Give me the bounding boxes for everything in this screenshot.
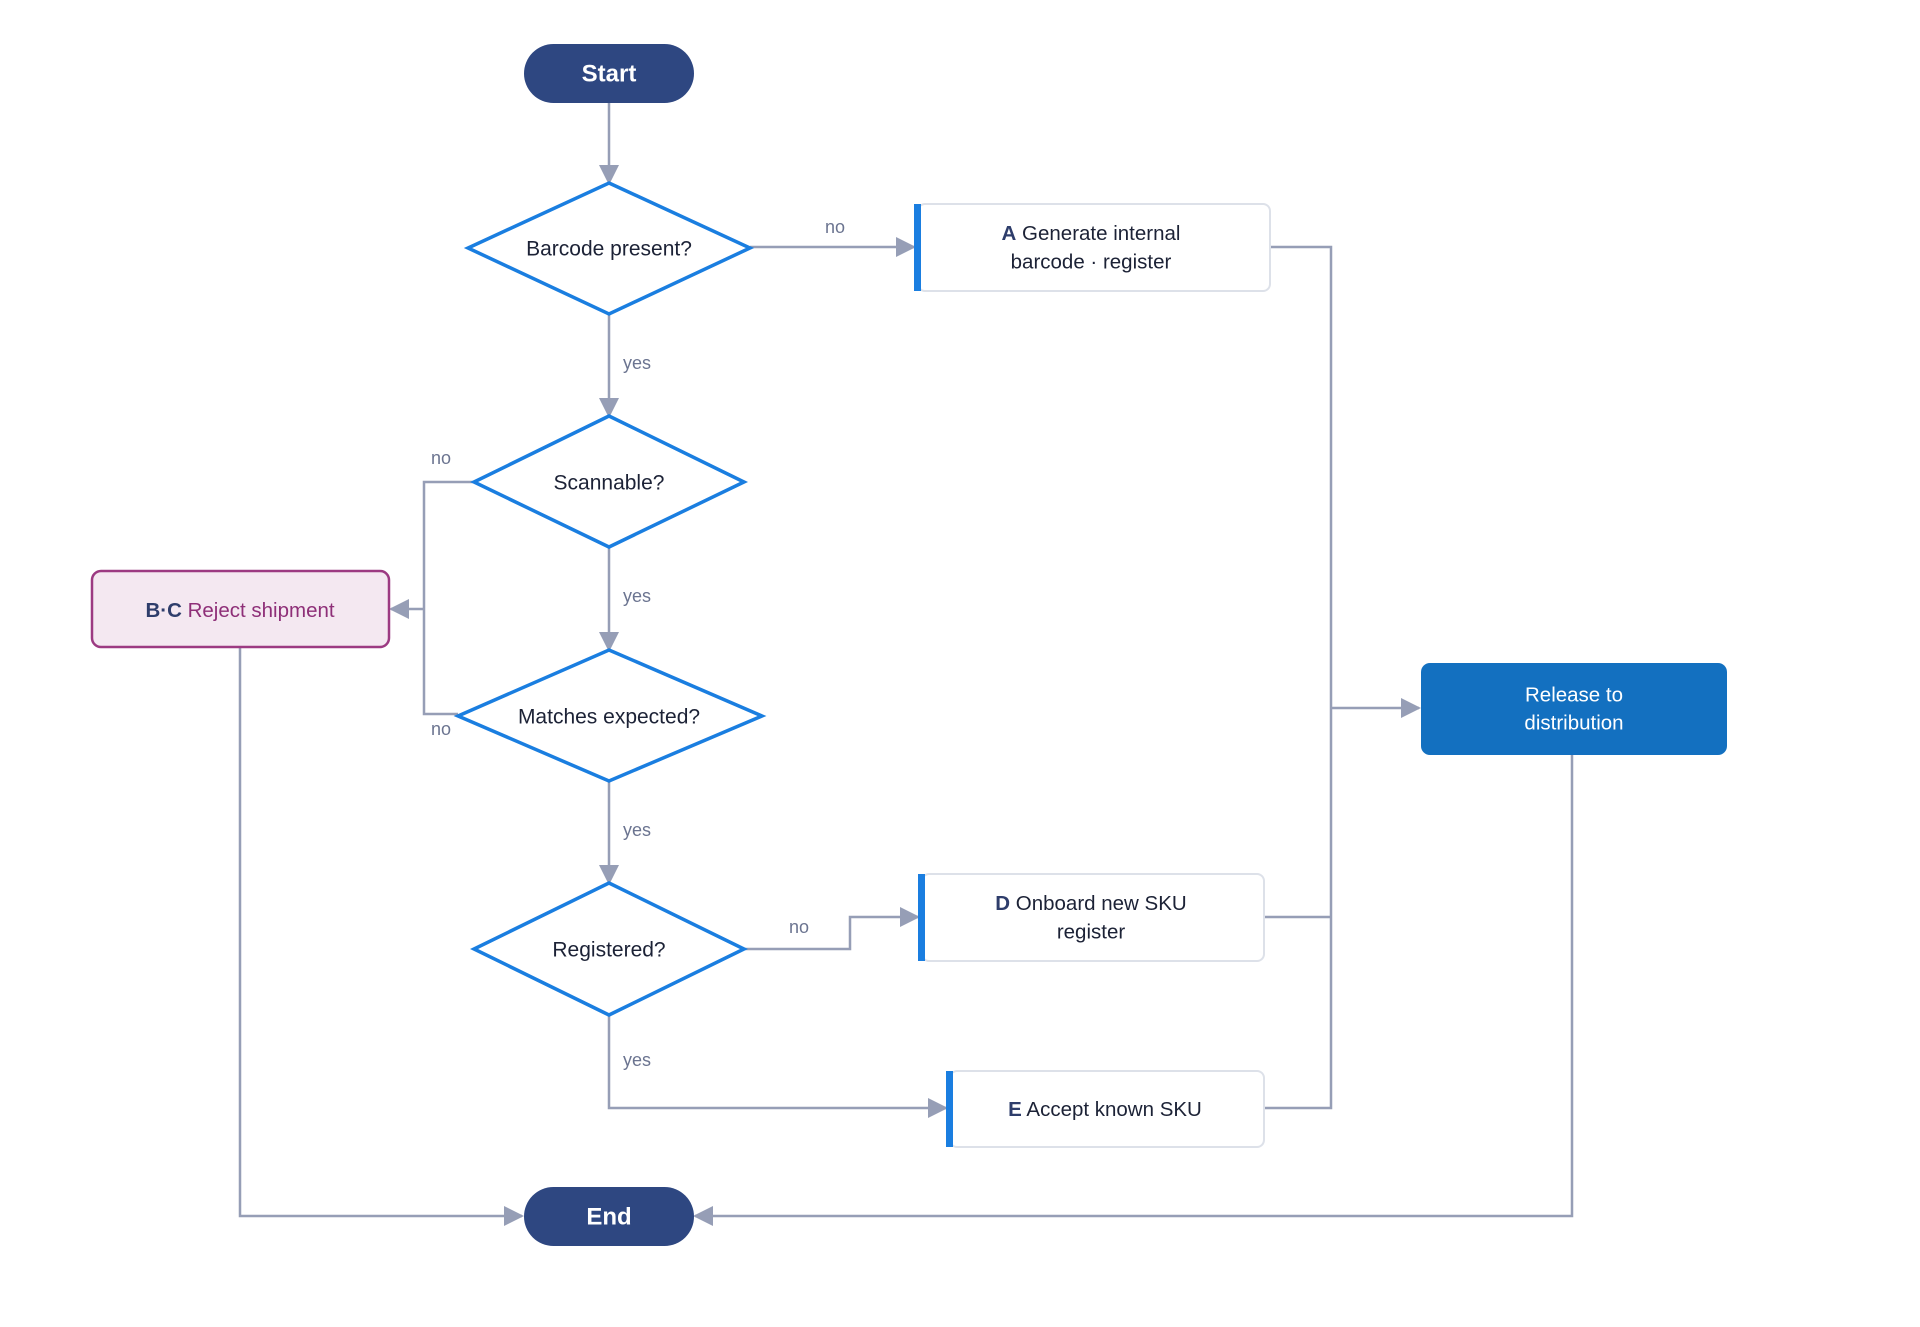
edge-label-matches-yes: yes xyxy=(623,820,651,840)
decision-barcode-present[interactable]: Barcode present? xyxy=(463,181,755,316)
process-accept-sku-label: E Accept known SKU xyxy=(1008,1098,1202,1121)
edge-label-scannable-no: no xyxy=(431,448,451,468)
edge-scannable-no xyxy=(422,480,474,716)
decision-registered[interactable]: Registered? xyxy=(470,881,748,1017)
start-node[interactable]: Start xyxy=(524,44,694,103)
process-reject-shipment[interactable]: B·C Reject shipment xyxy=(90,569,391,649)
process-generate-barcode-line1: A Generate internal xyxy=(1002,222,1181,245)
edge-label-scannable-yes: yes xyxy=(623,586,651,606)
process-generate-barcode-line2: barcode · register xyxy=(1011,251,1172,274)
edge-release-to-end xyxy=(693,755,1574,1226)
end-node[interactable]: End xyxy=(524,1187,694,1246)
decision-barcode-present-label: Barcode present? xyxy=(526,238,692,261)
edges xyxy=(238,103,1574,1226)
process-onboard-sku[interactable]: D Onboard new SKU register xyxy=(918,873,1265,962)
edge-registered-yes xyxy=(607,1015,948,1118)
edge-labels: no yes no yes no yes no yes xyxy=(431,217,845,1070)
edge-label-barcode-yes: yes xyxy=(623,353,651,373)
process-reject-shipment-label: B·C Reject shipment xyxy=(145,599,334,622)
process-accept-sku[interactable]: E Accept known SKU xyxy=(946,1070,1265,1148)
process-release-line2: distribution xyxy=(1524,712,1623,735)
start-label: Start xyxy=(582,61,637,88)
process-onboard-sku-line1: D Onboard new SKU xyxy=(995,892,1186,915)
process-onboard-sku-line2: register xyxy=(1057,921,1126,944)
end-label: End xyxy=(586,1204,631,1231)
edge-a-to-merge xyxy=(1264,245,1333,1110)
edge-label-registered-no: no xyxy=(789,917,809,937)
decision-scannable[interactable]: Scannable? xyxy=(469,414,749,549)
edge-label-registered-yes: yes xyxy=(623,1050,651,1070)
process-release-line1: Release to xyxy=(1525,684,1623,707)
edge-label-matches-no: no xyxy=(431,719,451,739)
edge-registered-no xyxy=(744,907,920,951)
process-release[interactable]: Release to distribution xyxy=(1421,663,1727,755)
edge-reject-to-end xyxy=(238,648,524,1226)
decision-matches-expected-label: Matches expected? xyxy=(518,706,700,729)
decision-matches-expected[interactable]: Matches expected? xyxy=(453,648,767,783)
edge-label-barcode-no: no xyxy=(825,217,845,237)
decision-scannable-label: Scannable? xyxy=(554,472,665,495)
decision-registered-label: Registered? xyxy=(552,939,665,962)
process-generate-barcode[interactable]: A Generate internal barcode · register xyxy=(914,203,1271,292)
